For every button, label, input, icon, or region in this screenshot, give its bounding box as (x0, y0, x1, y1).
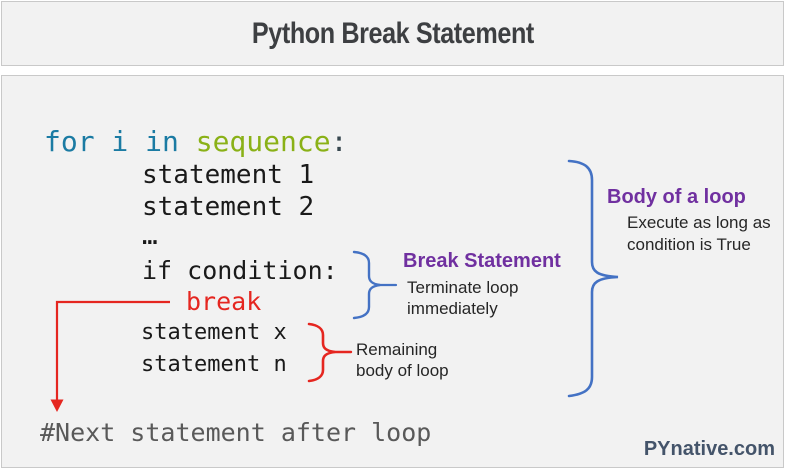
page-title: Python Break Statement (251, 16, 534, 50)
code-line-if: if condition: (142, 256, 338, 285)
header-bar: Python Break Statement (1, 1, 784, 66)
remaining-body-label: Remaining body of loop (356, 340, 449, 380)
watermark-pynative: PYnative.com (643, 438, 775, 460)
body-of-loop-title: Body of a loop (607, 186, 746, 208)
code-line-after-loop: #Next statement after loop (40, 418, 432, 447)
code-token-sequence: sequence (195, 125, 331, 158)
break-statement-description: Terminate loop immediately (407, 278, 519, 318)
code-line-statement-n: statement n (141, 352, 287, 377)
diagram-panel (1, 75, 784, 468)
code-line-ellipsis: … (142, 221, 158, 251)
code-line-statement-x: statement x (141, 320, 287, 345)
code-token-keywords: for i in (44, 125, 196, 158)
code-line-statement1: statement 1 (142, 160, 315, 190)
break-statement-title: Break Statement (403, 250, 561, 272)
code-line-break: break (186, 287, 262, 316)
code-line-for: for i in sequence: (44, 127, 347, 157)
body-of-loop-description: Execute as long as condition is True (627, 213, 771, 254)
code-line-statement2: statement 2 (142, 192, 315, 222)
code-token-colon: : (330, 125, 348, 158)
